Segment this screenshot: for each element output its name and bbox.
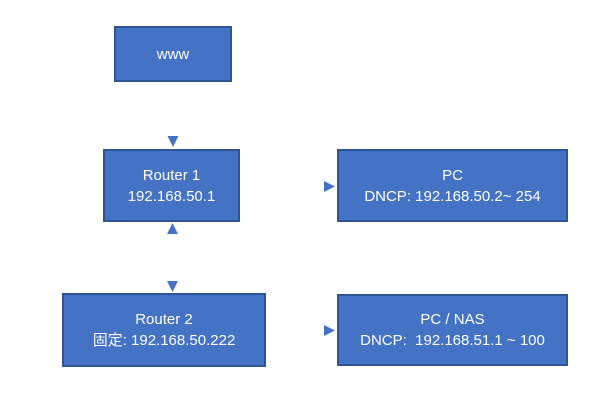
node-pc-lan1-label: PC bbox=[442, 166, 463, 184]
node-www: www bbox=[114, 26, 232, 82]
node-pc-nas-lan2-label: PC / NAS bbox=[420, 311, 485, 328]
node-router2: Router 2 固定: 192.168.50.222 bbox=[62, 293, 266, 367]
node-router1-label: Router 1 bbox=[142, 166, 201, 184]
node-pc-nas-lan2-dhcp-range: DNCP: 192.168.51.1 ~ 100 bbox=[360, 332, 545, 349]
node-pc-lan1: PC DNCP: 192.168.50.2~ 254 bbox=[337, 149, 568, 222]
arrow-www-to-router1 bbox=[167, 82, 179, 147]
node-www-label: www bbox=[156, 45, 190, 63]
arrow-router2-to-pcnas bbox=[267, 325, 335, 336]
arrow-router1-router2-bidirectional bbox=[167, 223, 178, 292]
node-router1-ip: 192.168.50.1 bbox=[127, 187, 216, 205]
node-router1: Router 1 192.168.50.1 bbox=[103, 149, 240, 222]
node-router2-label: Router 2 bbox=[135, 311, 193, 328]
node-pc-lan1-dhcp-range: DNCP: 192.168.50.2~ 254 bbox=[364, 187, 541, 205]
node-pc-nas-lan2: PC / NAS DNCP: 192.168.51.1 ~ 100 bbox=[337, 294, 568, 366]
arrow-router1-to-pc bbox=[241, 181, 335, 192]
node-router2-ip: 固定: 192.168.50.222 bbox=[92, 332, 236, 349]
